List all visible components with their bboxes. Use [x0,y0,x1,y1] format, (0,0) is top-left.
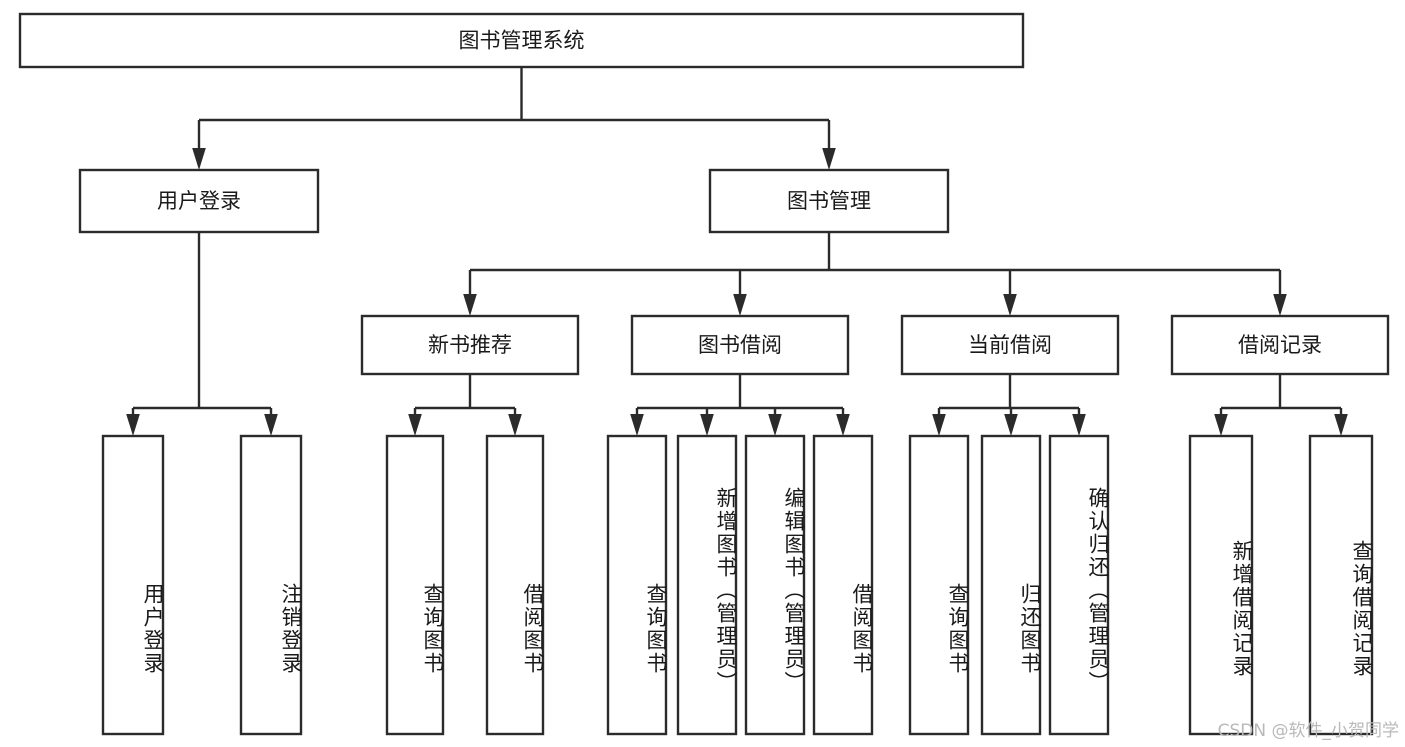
node-box-current-borrow[interactable] [900,314,1120,376]
arrow-to-leaf-edit-book-admin [768,414,782,436]
node-box-leaf-edit-book-admin[interactable] [744,434,806,736]
arrow-to-leaf-query-book-1 [408,414,422,436]
node-box-root[interactable] [18,12,1025,69]
node-box-user-login[interactable] [78,168,320,234]
node-box-leaf-borrow-book-2[interactable] [812,434,874,736]
arrow-to-book-manage [822,148,836,170]
arrow-to-leaf-return-book [1004,414,1018,436]
node-box-leaf-user-login[interactable] [101,434,165,736]
connectors-layer [126,67,1348,436]
arrow-to-book-borrow [733,294,747,316]
node-box-leaf-query-book-3[interactable] [908,434,970,736]
arrow-to-leaf-logout-login [264,414,278,436]
arrow-to-leaf-query-borrow-record [1334,414,1348,436]
arrow-to-leaf-borrow-book-1 [508,414,522,436]
node-label-borrow-record: 借阅记录 [1238,333,1322,357]
arrow-to-leaf-confirm-return-admin [1072,414,1086,436]
node-box-leaf-query-book-2[interactable] [606,434,668,736]
arrow-to-leaf-query-book-3 [932,414,946,436]
node-box-leaf-return-book[interactable] [980,434,1042,736]
node-box-book-borrow[interactable] [630,314,850,376]
node-box-leaf-query-book-1[interactable] [385,434,445,736]
arrow-to-leaf-query-book-2 [630,414,644,436]
node-label-user-login: 用户登录 [157,189,241,213]
watermark-text: CSDN @软件_小贺同学 [1217,721,1399,741]
node-label-new-book-recommend: 新书推荐 [428,333,512,357]
boxes-layer [18,12,1390,736]
arrow-to-leaf-add-book-admin [700,414,714,436]
node-label-current-borrow: 当前借阅 [968,333,1052,357]
arrow-to-current-borrow [1003,294,1017,316]
node-box-leaf-query-borrow-record[interactable] [1308,434,1374,736]
node-box-leaf-borrow-book-1[interactable] [485,434,545,736]
arrow-to-leaf-add-borrow-record [1214,414,1228,436]
node-label-root: 图书管理系统 [459,29,585,53]
node-box-new-book-recommend[interactable] [360,314,580,376]
node-box-leaf-confirm-return-admin[interactable] [1048,434,1110,736]
node-box-book-manage[interactable] [708,168,950,234]
arrow-to-new-book-recommend [463,294,477,316]
node-box-leaf-logout-login[interactable] [239,434,303,736]
node-label-book-manage: 图书管理 [787,189,871,213]
node-box-leaf-add-book-admin[interactable] [676,434,738,736]
arrow-to-borrow-record [1273,294,1287,316]
node-box-borrow-record[interactable] [1170,314,1390,376]
node-box-leaf-add-borrow-record[interactable] [1188,434,1254,736]
arrow-to-leaf-user-login [126,414,140,436]
arrow-to-leaf-borrow-book-2 [836,414,850,436]
node-label-book-borrow: 图书借阅 [698,333,782,357]
arrow-to-user-login [192,148,206,170]
